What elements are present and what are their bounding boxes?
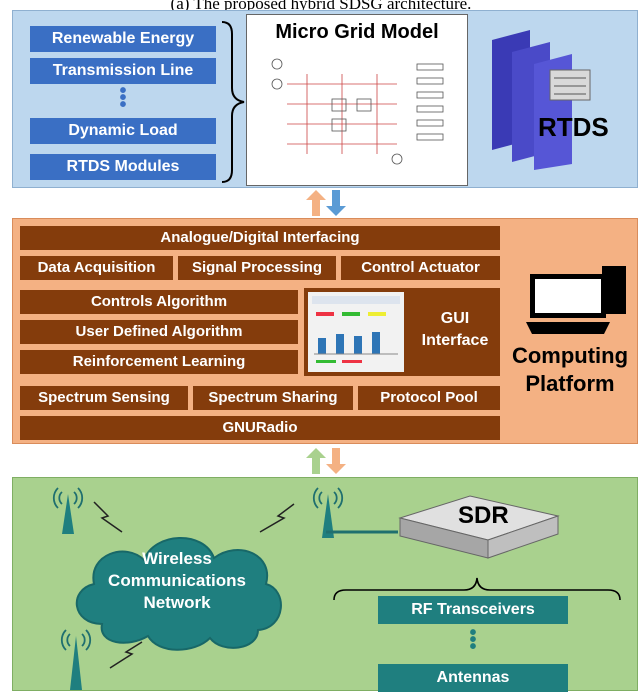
computing-platform-label: Computing Platform — [498, 342, 642, 398]
rf-ellipsis: ••• — [469, 622, 477, 658]
cloud-icon — [75, 537, 282, 651]
signal-bolt-icon — [109, 641, 143, 669]
model-title: Micro Grid Model — [275, 21, 439, 43]
module-renewable-energy: Renewable Energy — [30, 26, 216, 52]
signal-bolt-icon — [259, 503, 295, 533]
gnuradio-bar: GNURadio — [20, 416, 500, 440]
protocol-pool-box: Protocol Pool — [358, 386, 500, 410]
sdr-device-icon — [398, 495, 560, 559]
antenna-tower-icon — [312, 487, 344, 538]
user-defined-algorithm-box: User Defined Algorithm — [20, 320, 298, 344]
micro-grid-model: Micro Grid Model — [246, 14, 468, 186]
spectrum-sensing-box: Spectrum Sensing — [20, 386, 188, 410]
interfacing-bar: Analogue/Digital Interfacing — [20, 226, 500, 250]
module-rtds-modules: RTDS Modules — [30, 154, 216, 180]
module-dynamic-load: Dynamic Load — [30, 118, 216, 144]
computing-label-line2: Platform — [525, 371, 615, 396]
gui-label-line2: Interface — [421, 332, 489, 349]
module-transmission-line: Transmission Line — [30, 58, 216, 84]
wireless-network-label: Wireless Communications Network — [92, 548, 262, 614]
cloud-line2: Communications — [108, 571, 246, 590]
antennas-box: Antennas — [378, 664, 568, 692]
gui-label-line1: GUI — [440, 310, 470, 327]
module-ellipsis: ••• — [119, 80, 127, 116]
control-actuator-box: Control Actuator — [341, 256, 500, 280]
computer-icon — [526, 266, 626, 334]
gui-screenshot-icon — [308, 292, 404, 372]
cloud-line1: Wireless — [142, 549, 212, 568]
sdr-label: SDR — [458, 502, 509, 529]
spectrum-sharing-box: Spectrum Sharing — [193, 386, 353, 410]
cloud-line3: Network — [143, 593, 211, 612]
signal-bolt-icon — [93, 501, 123, 533]
double-arrow-icon — [306, 190, 346, 216]
rf-transceivers-box: RF Transceivers — [378, 596, 568, 624]
schematic-icon — [271, 58, 444, 165]
data-acquisition-box: Data Acquisition — [20, 256, 173, 280]
double-arrow-icon-lower — [306, 448, 346, 474]
computing-label-line1: Computing — [511, 343, 629, 368]
figure-caption: (a) The proposed hybrid SDSG architectur… — [170, 0, 472, 13]
curly-brace-icon — [221, 21, 245, 183]
connection-cable — [326, 530, 398, 534]
reinforcement-learning-box: Reinforcement Learning — [20, 350, 298, 374]
gui-label: GUI Interface — [414, 308, 496, 352]
antenna-tower-icon — [52, 487, 84, 534]
controls-algorithm-box: Controls Algorithm — [20, 290, 298, 314]
bracket-icon — [333, 577, 621, 601]
rtds-rack-icon — [492, 30, 591, 170]
signal-processing-box: Signal Processing — [178, 256, 336, 280]
rtds-label: RTDS — [538, 112, 609, 142]
antenna-tower-icon — [60, 629, 92, 690]
